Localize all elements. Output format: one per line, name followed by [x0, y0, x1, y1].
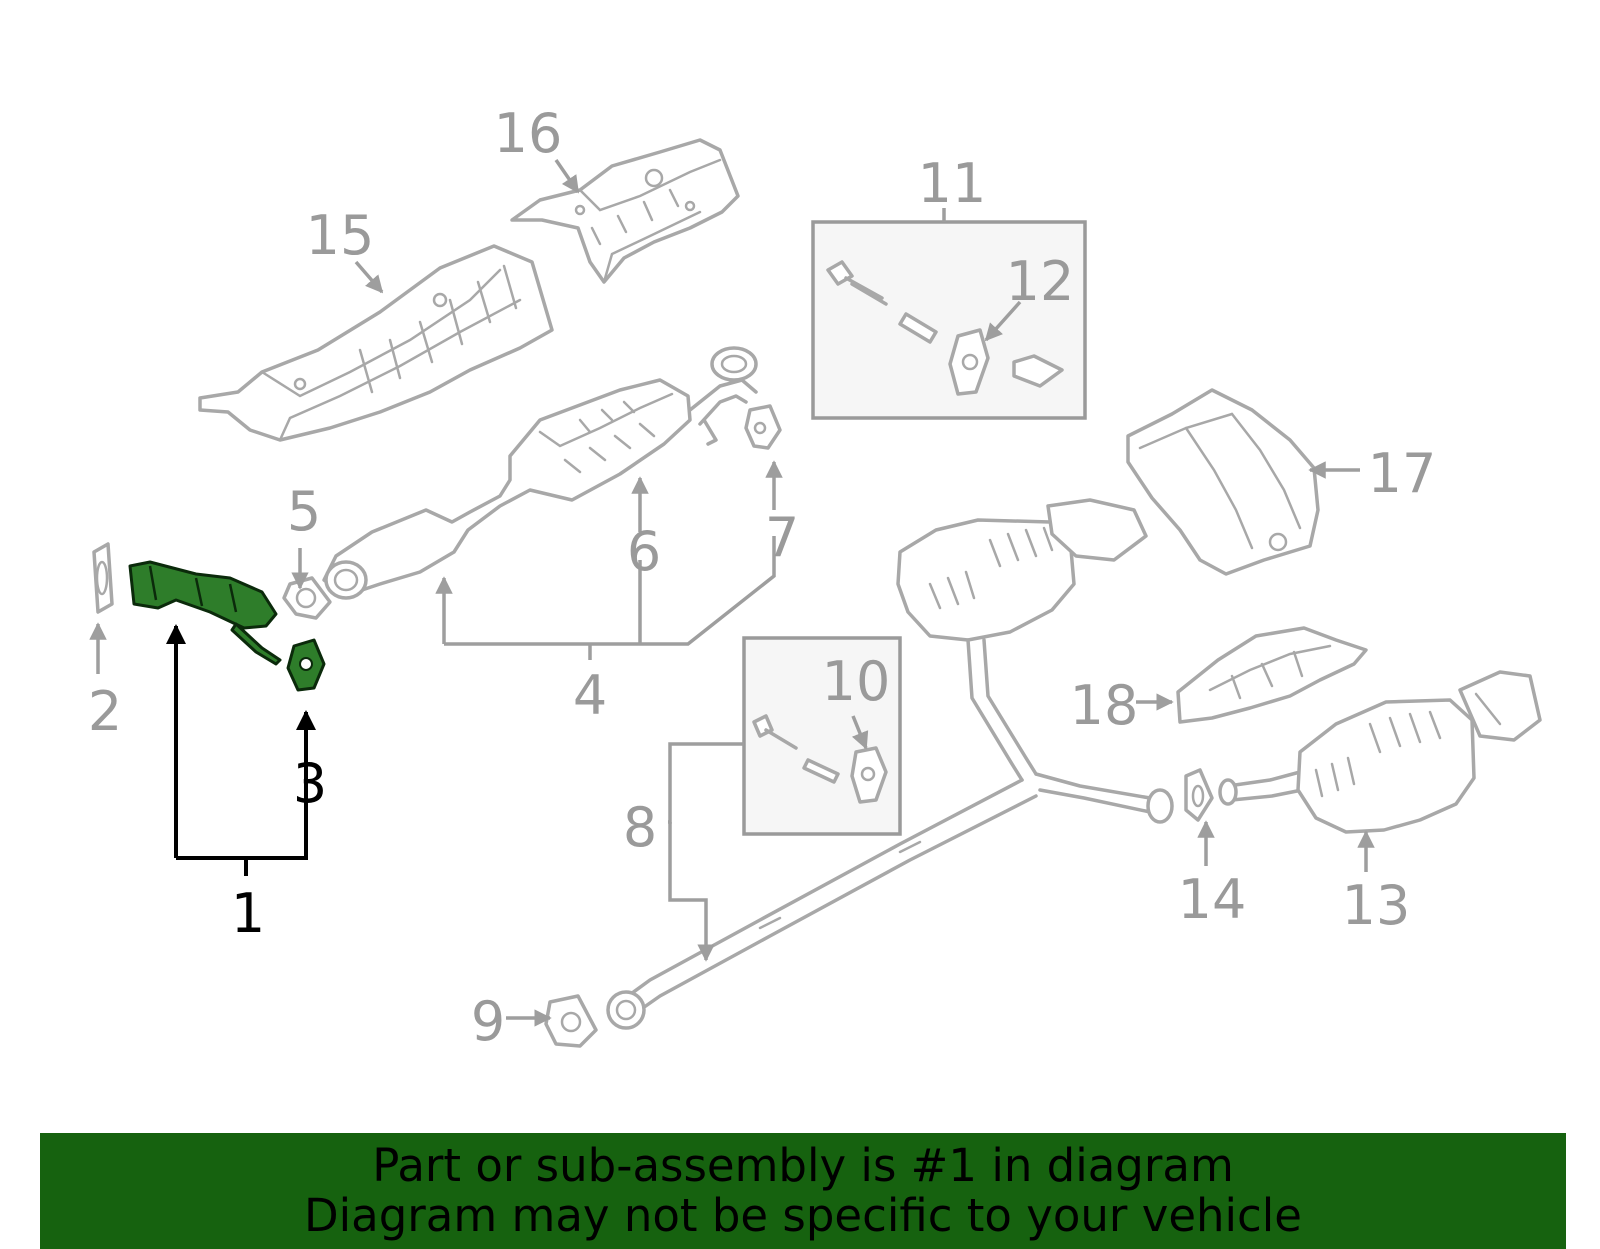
callout-18: 18 — [1070, 674, 1139, 737]
callout-17: 17 — [1368, 442, 1437, 505]
heat-shield-center[interactable] — [510, 138, 740, 284]
callout-14: 14 — [1178, 868, 1247, 931]
gasket-5[interactable] — [282, 576, 332, 620]
callout-6: 6 — [627, 520, 661, 583]
gasket-9[interactable] — [544, 994, 598, 1048]
banner-line-2: Diagram may not be specific to your vehi… — [304, 1189, 1302, 1242]
callout-9: 9 — [471, 990, 505, 1053]
callout-11: 11 — [918, 152, 987, 215]
callout-4: 4 — [573, 664, 607, 727]
callout-10: 10 — [822, 650, 891, 713]
gasket-14[interactable] — [1184, 768, 1214, 822]
callout-15: 15 — [306, 204, 375, 267]
heat-shield-front[interactable] — [198, 244, 554, 442]
callout-8: 8 — [623, 796, 657, 859]
hardware-kit-box-10[interactable] — [742, 636, 902, 836]
callout-2: 2 — [88, 680, 122, 743]
callout-13: 13 — [1342, 874, 1411, 937]
heat-shield-18[interactable] — [1176, 626, 1368, 724]
callout-5: 5 — [287, 480, 321, 543]
rear-muffler[interactable] — [1218, 670, 1542, 834]
catalytic-converter[interactable] — [322, 346, 758, 600]
hanger-7[interactable] — [744, 404, 782, 450]
callout-7: 7 — [765, 506, 799, 569]
hanger-3-highlighted[interactable] — [286, 638, 326, 692]
gasket-2[interactable] — [92, 542, 114, 614]
front-pipe-assembly-highlighted[interactable] — [128, 560, 282, 666]
callout-3: 3 — [293, 752, 327, 815]
callout-12: 12 — [1006, 250, 1075, 313]
hardware-kit-box-11[interactable] — [811, 220, 1087, 420]
heat-shield-rear[interactable] — [1126, 388, 1320, 576]
center-pipe-resonator[interactable] — [606, 498, 1174, 1030]
callout-16: 16 — [494, 102, 563, 165]
info-banner: Part or sub-assembly is #1 in diagram Di… — [40, 1133, 1566, 1249]
banner-line-1: Part or sub-assembly is #1 in diagram — [372, 1139, 1234, 1192]
callout-1: 1 — [231, 882, 265, 945]
